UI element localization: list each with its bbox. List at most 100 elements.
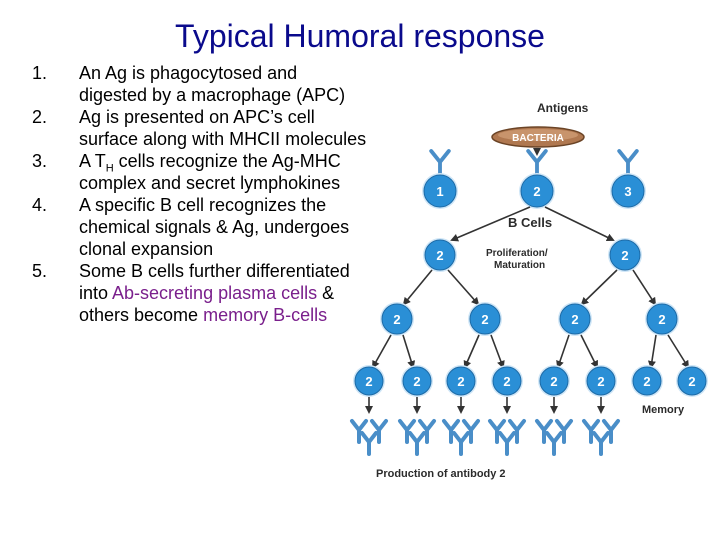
b-cell <box>520 174 554 208</box>
b-cell-label: 2 <box>533 184 540 199</box>
step-number: 4. <box>32 195 48 215</box>
step-item: 2. Ag is presented on APC’s cell surface… <box>28 106 368 150</box>
arrow <box>556 334 570 369</box>
b-cell <box>632 366 662 396</box>
step-item: 4. A specific B cell recognizes the chem… <box>28 194 368 260</box>
cells-layer: 1 2 3 2 2 2 2 2 2 2 2 2 2 2 2 2 2 <box>350 148 708 456</box>
b-cell-label: 2 <box>658 312 665 327</box>
step-text-pre: A T <box>79 151 106 171</box>
b-cell <box>446 366 476 396</box>
b-cell <box>586 366 616 396</box>
b-cell-label: 2 <box>436 248 443 263</box>
b-cell-label: 1 <box>436 184 443 199</box>
b-cell <box>492 366 522 396</box>
antibody-icon <box>602 419 620 444</box>
arrow <box>667 334 690 369</box>
antibody-icon <box>535 419 553 444</box>
b-cell <box>424 239 456 271</box>
step-number: 5. <box>32 261 48 281</box>
arrow <box>447 269 480 306</box>
b-cell <box>381 303 413 335</box>
arrow <box>544 206 615 241</box>
maturation-label: Maturation <box>494 260 545 271</box>
b-cell <box>423 174 457 208</box>
step-text-post: cells recognize the Ag-MHC complex and s… <box>79 151 341 193</box>
antibody-icon <box>408 431 426 456</box>
step-item: 1. An Ag is phagocytosed and digested by… <box>28 62 368 106</box>
humoral-response-diagram: Antigens BACTERIA B Cells Proliferation/… <box>350 101 708 480</box>
arrow <box>580 334 598 369</box>
antibody-icon <box>360 431 378 456</box>
step-text: A TH cells recognize the Ag-MHC complex … <box>79 151 341 193</box>
antibody-icon <box>442 419 460 444</box>
b-cell-label: 2 <box>503 374 510 389</box>
plasma-cells-highlight: Ab-secreting plasma cells <box>112 283 318 303</box>
b-cell <box>611 174 645 208</box>
b-cell-label: 2 <box>457 374 464 389</box>
arrow <box>580 269 618 306</box>
step-text: A specific B cell recognizes the chemica… <box>79 195 350 259</box>
slide-title: Typical Humoral response <box>175 18 545 54</box>
arrow <box>450 206 531 242</box>
b-cells-label: B Cells <box>508 215 552 230</box>
b-cell <box>402 366 432 396</box>
b-cell-label: 2 <box>688 374 695 389</box>
b-cell-label: 2 <box>413 374 420 389</box>
memory-label: Memory <box>642 404 685 416</box>
receptor-icon <box>526 149 548 175</box>
b-cell-label: 2 <box>571 312 578 327</box>
arrow <box>490 334 505 369</box>
antibody-icon <box>370 419 388 444</box>
b-cell-label: 2 <box>597 374 604 389</box>
b-cell-label: 2 <box>621 248 628 263</box>
step-text-subscript: H <box>105 162 114 175</box>
antibody-icon <box>398 419 416 444</box>
arrow <box>402 334 416 369</box>
antibody-icon <box>488 419 506 444</box>
arrow <box>372 334 392 369</box>
arrow <box>632 269 657 306</box>
production-label: Production of antibody 2 <box>376 468 506 480</box>
antibody-icon <box>462 419 480 444</box>
b-cell-label: 2 <box>643 374 650 389</box>
receptor-icon <box>429 149 451 175</box>
b-cell-label: 2 <box>550 374 557 389</box>
b-cell-label: 3 <box>624 184 631 199</box>
memory-cells-highlight: memory B-cells <box>203 305 328 325</box>
step-number: 3. <box>32 151 48 171</box>
step-text-mid: & others become <box>79 283 335 325</box>
bacteria-icon: BACTERIA <box>491 126 585 148</box>
step-number: 1. <box>32 63 48 83</box>
antibody-icon <box>508 419 526 444</box>
antibody-icon <box>452 431 470 456</box>
step-text-pre: Some B cells further differentiated into <box>79 261 350 303</box>
step-item: 3. A TH cells recognize the Ag-MHC compl… <box>28 150 368 194</box>
step-text: Ag is presented on APC’s cell surface al… <box>79 107 367 149</box>
antibody-icon <box>350 419 368 444</box>
step-text: Some B cells further differentiated into… <box>79 261 350 325</box>
antibody-icon <box>555 419 573 444</box>
bacteria-label: BACTERIA <box>512 133 564 144</box>
arrow <box>463 334 480 369</box>
step-number: 2. <box>32 107 48 127</box>
arrow <box>647 334 657 369</box>
step-text: An Ag is phagocytosed and digested by a … <box>79 63 346 105</box>
b-cell <box>354 366 384 396</box>
b-cell <box>559 303 591 335</box>
receptor-icon <box>617 149 639 175</box>
b-cell-label: 2 <box>481 312 488 327</box>
antibody-icon <box>418 419 436 444</box>
b-cell-label: 2 <box>393 312 400 327</box>
antibody-icon <box>498 431 516 456</box>
b-cell <box>677 366 707 396</box>
b-cell-label: 2 <box>365 374 372 389</box>
b-cell <box>539 366 569 396</box>
proliferation-label: Proliferation/ <box>486 248 548 259</box>
antibody-icon <box>582 419 600 444</box>
step-item: 5. Some B cells further differentiated i… <box>28 260 368 326</box>
step-list: 1. An Ag is phagocytosed and digested by… <box>28 62 368 326</box>
b-cell <box>609 239 641 271</box>
antibody-icon <box>592 431 610 456</box>
b-cell <box>646 303 678 335</box>
antigens-label: Antigens <box>537 101 589 115</box>
